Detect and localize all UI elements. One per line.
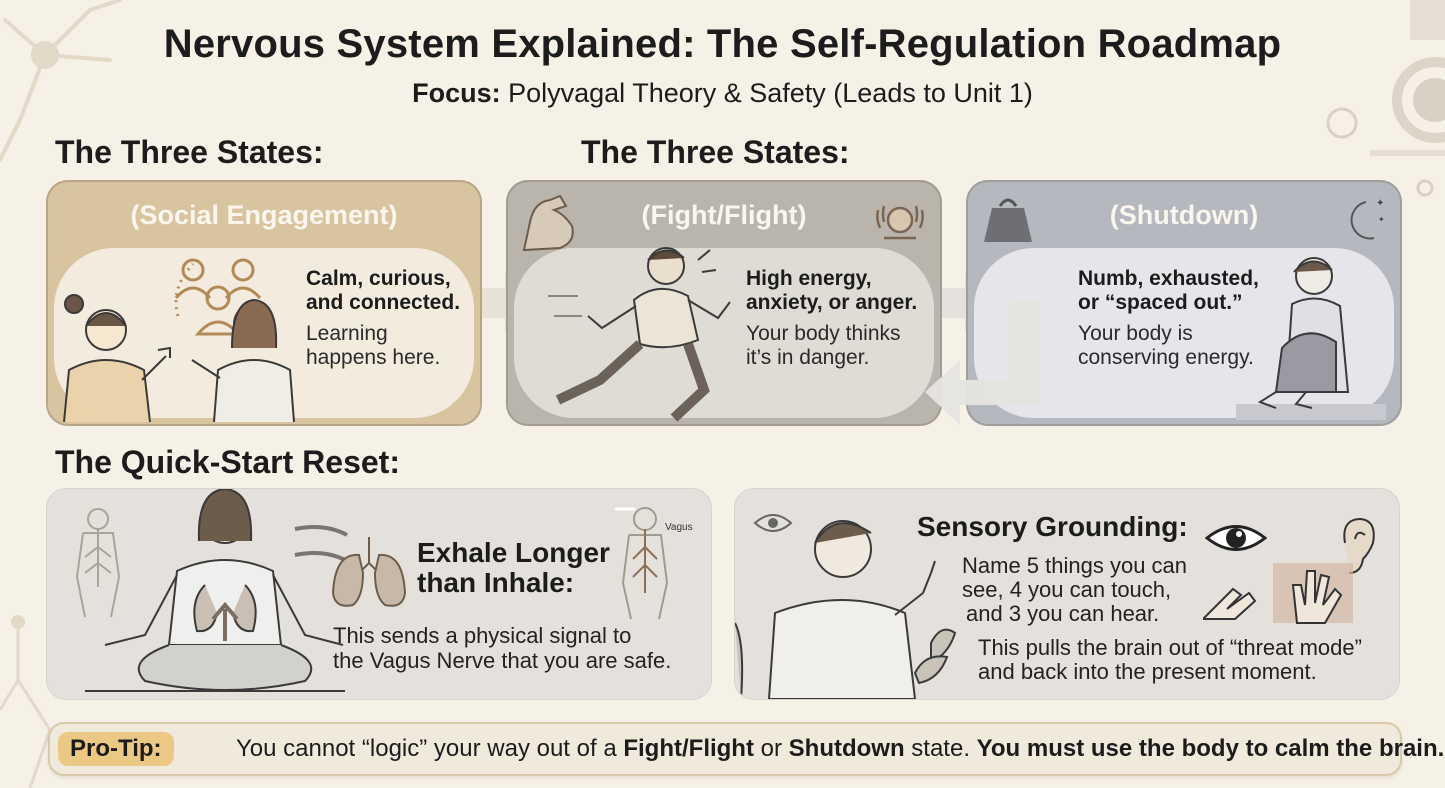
state-bold-line2: anxiety, or anger. bbox=[746, 291, 918, 314]
pro-tip-bold3: You must use the body to calm the brain. bbox=[976, 735, 1445, 762]
breathing-body-line1: This sends a physical signal to bbox=[333, 623, 632, 648]
pro-tip-part1: You cannot “logic” your way out of a bbox=[236, 735, 624, 762]
flexed-arm-icon bbox=[522, 194, 574, 252]
pro-tip-bold2: Shutdown bbox=[788, 735, 905, 762]
state-line2: it’s in danger. bbox=[746, 346, 870, 369]
arrow-return-icon bbox=[925, 300, 1040, 425]
group-people-icon bbox=[174, 258, 262, 336]
state-bold-line2: and connected. bbox=[306, 291, 461, 314]
hand-icon bbox=[1203, 563, 1353, 624]
state-line1: Learning bbox=[306, 322, 388, 345]
body-diagram-illustration bbox=[75, 508, 121, 618]
grounding-heading: Sensory Grounding: bbox=[917, 511, 1188, 542]
pointing-person-illustration bbox=[735, 520, 957, 699]
sitting-person-illustration bbox=[1236, 257, 1386, 420]
pro-tip-banner: Pro-Tip: You cannot “logic” your way out… bbox=[48, 722, 1444, 776]
breathing-card: Exhale Longer than Inhale: Vagus This se… bbox=[46, 488, 712, 700]
eye-icon bbox=[753, 514, 793, 532]
state-header: (Social Engagement) bbox=[130, 200, 398, 230]
grounding-card: Sensory Grounding: Name 5 things you can… bbox=[734, 488, 1400, 700]
friends-talking-illustration bbox=[63, 294, 295, 422]
state-line2: conserving energy. bbox=[1078, 346, 1254, 369]
alarm-bell-icon bbox=[876, 205, 924, 240]
grounding-line4: This pulls the brain out of “threat mode… bbox=[978, 635, 1362, 660]
neuron-decoration-top-left bbox=[0, 0, 122, 162]
breathing-body-line2: the Vagus Nerve that you are safe. bbox=[333, 648, 672, 673]
eye-icon bbox=[1205, 525, 1267, 551]
weight-icon bbox=[984, 198, 1032, 242]
pro-tip-part2: or bbox=[753, 735, 789, 762]
lungs-icon bbox=[331, 537, 407, 607]
state-bold-line2: or “spaced out.” bbox=[1078, 291, 1243, 314]
pro-tip-label: Pro-Tip: bbox=[58, 732, 174, 766]
breathing-heading-line1: Exhale Longer bbox=[417, 537, 610, 568]
states-heading-right: The Three States: bbox=[581, 134, 850, 170]
svg-text:✦: ✦ bbox=[1376, 198, 1384, 209]
state-header: (Fight/Flight) bbox=[641, 200, 807, 230]
state-bold-line1: Numb, exhausted, bbox=[1078, 267, 1259, 290]
pro-tip-bold1: Fight/Flight bbox=[623, 735, 754, 762]
state-panel-social-engagement: (Social Engagement) Calm, curious, and c… bbox=[46, 180, 482, 426]
vagus-label: Vagus bbox=[665, 522, 693, 533]
state-bold-line1: Calm, curious, bbox=[306, 267, 451, 290]
grounding-line1: Name 5 things you can bbox=[962, 553, 1188, 578]
breathing-heading-line2: than Inhale: bbox=[417, 567, 575, 598]
gear-decoration-top-right bbox=[1326, 0, 1445, 197]
moon-stars-icon: ✦✦ bbox=[1350, 198, 1385, 240]
svg-text:✦: ✦ bbox=[1378, 215, 1385, 224]
focus-text: Polyvagal Theory & Safety (Leads to Unit… bbox=[500, 78, 1033, 108]
state-line1: Your body thinks bbox=[746, 322, 901, 345]
grounding-line2: see, 4 you can touch, bbox=[962, 577, 1172, 602]
state-line2: happens here. bbox=[306, 346, 441, 369]
ear-icon bbox=[1343, 517, 1375, 574]
page-title: Nervous System Explained: The Self-Regul… bbox=[163, 22, 1282, 66]
state-header: (Shutdown) bbox=[1109, 200, 1259, 230]
reset-heading: The Quick-Start Reset: bbox=[55, 444, 400, 480]
states-heading-left: The Three States: bbox=[55, 134, 324, 170]
state-line1: Your body is bbox=[1078, 322, 1193, 345]
focus-label: Focus: bbox=[412, 78, 501, 108]
vagus-nerve-diagram bbox=[615, 507, 669, 620]
page-subtitle: Focus: Polyvagal Theory & Safety (Leads … bbox=[0, 78, 1445, 109]
state-bold-line1: High energy, bbox=[746, 267, 872, 290]
pro-tip-text: You cannot “logic” your way out of a Fig… bbox=[236, 735, 1444, 763]
meditating-person-illustration bbox=[85, 489, 348, 692]
pro-tip-part3: state. bbox=[904, 735, 977, 762]
grounding-line5: and back into the present moment. bbox=[978, 659, 1317, 684]
grounding-line3: and 3 you can hear. bbox=[966, 601, 1160, 626]
running-person-illustration bbox=[548, 247, 731, 422]
state-panel-fight-flight: (Fight/Flight) High energy, anxiety, or … bbox=[506, 180, 942, 426]
